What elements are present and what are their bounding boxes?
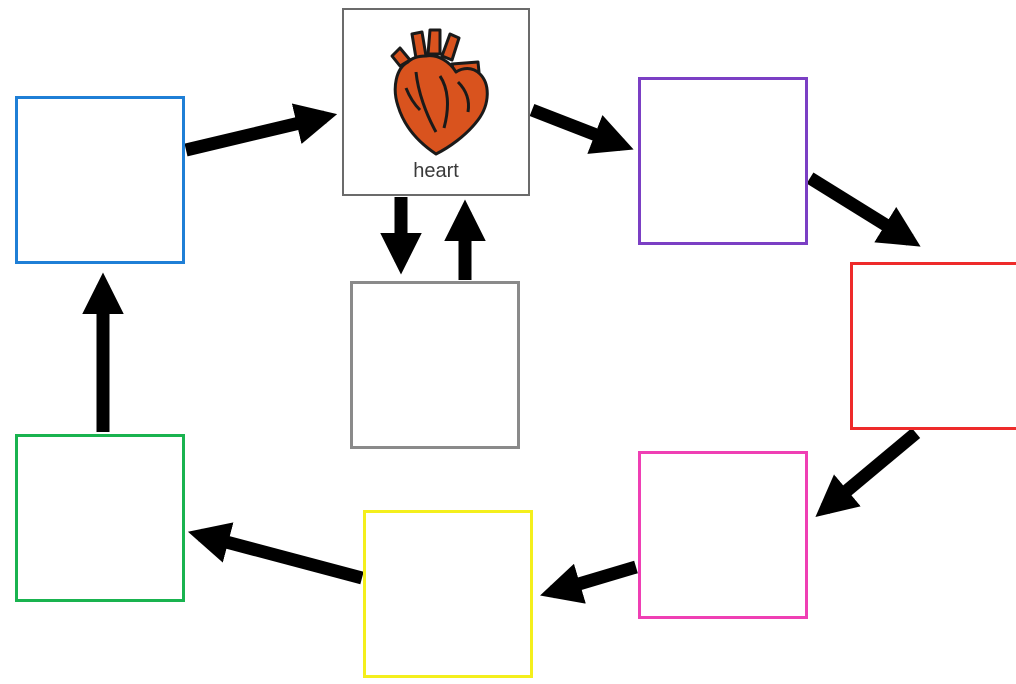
empty-box-red (850, 262, 1016, 430)
arrow-yellow-to-green (187, 522, 364, 585)
arrow-heart-to-purple (529, 103, 634, 154)
empty-box-purple (638, 77, 808, 245)
heart-icon (390, 28, 489, 156)
heart-label: heart (413, 160, 459, 182)
empty-box-yellow (363, 510, 533, 678)
arrow-red-to-pink (815, 428, 921, 517)
arrow-pink-to-yellow (540, 560, 638, 604)
empty-box-gray (350, 281, 520, 449)
arrow-purple-to-red (806, 172, 921, 247)
empty-box-blue (15, 96, 185, 264)
empty-box-pink (638, 451, 808, 619)
arrow-blue-to-heart (184, 103, 338, 157)
empty-box-green (15, 434, 185, 602)
